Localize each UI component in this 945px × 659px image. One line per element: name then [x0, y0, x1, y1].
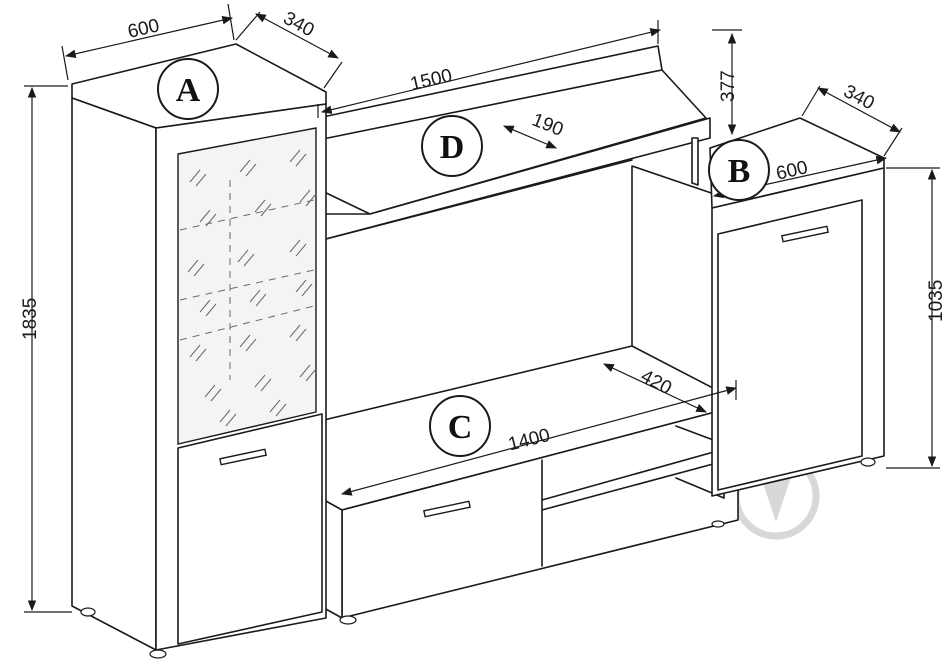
- glass-hatch-mark: [204, 384, 216, 398]
- glass-hatch-mark: [219, 409, 231, 423]
- cabinet-b: [709, 117, 885, 497]
- glass-hatching: [187, 149, 317, 427]
- glass-hatch-mark: [260, 203, 272, 217]
- glass-hatch-mark: [249, 289, 261, 303]
- glass-hatch-mark: [195, 173, 207, 187]
- glass-hatch-mark: [301, 283, 313, 297]
- glass-hatch-mark: [289, 149, 301, 163]
- glass-hatch-mark: [305, 368, 317, 382]
- glass-hatch-mark: [199, 299, 211, 313]
- glass-hatch-mark: [299, 189, 311, 203]
- glass-hatch-mark: [295, 328, 307, 342]
- glass-hatch-mark: [189, 169, 201, 183]
- label-a-text: A: [176, 72, 201, 109]
- label-b: B: [708, 139, 770, 201]
- glass-hatch-mark: [245, 338, 257, 352]
- glass-hatch-mark: [254, 199, 266, 213]
- glass-hatch-mark: [205, 213, 217, 227]
- glass-hatch-mark: [239, 334, 251, 348]
- glass-hatch-mark: [305, 193, 317, 207]
- glass-hatch-mark: [255, 293, 267, 307]
- glass-hatch-mark: [239, 159, 251, 173]
- glass-hatch-mark: [205, 303, 217, 317]
- glass-hatch-mark: [269, 399, 281, 413]
- drawer-handle: [423, 500, 471, 518]
- glass-hatch-mark: [225, 413, 237, 427]
- glass-hatch-mark: [299, 364, 311, 378]
- dim-a-height: 1835: [20, 298, 41, 340]
- cabinet-b-handle: [781, 225, 829, 243]
- glass-hatch-mark: [245, 163, 257, 177]
- cabinet-a: [71, 43, 327, 659]
- glass-hatch-mark: [289, 324, 301, 338]
- label-a: A: [157, 58, 219, 120]
- glass-hatch-mark: [295, 243, 307, 257]
- dim-a-width: 600: [126, 15, 162, 43]
- dim-a-depth: 340: [280, 8, 318, 41]
- cabinet-a-handle: [219, 448, 267, 466]
- dim-b-depth: 340: [840, 81, 878, 114]
- glass-hatch-mark: [210, 388, 222, 402]
- glass-hatch-mark: [193, 263, 205, 277]
- glass-hatch-mark: [295, 153, 307, 167]
- glass-hatch-mark: [295, 279, 307, 293]
- glass-hatch-mark: [195, 348, 207, 362]
- dim-b-height: 1035: [926, 280, 945, 322]
- glass-hatch-mark: [243, 253, 255, 267]
- glass-hatch-mark: [275, 403, 287, 417]
- label-d: D: [421, 115, 483, 177]
- glass-hatch-mark: [237, 249, 249, 263]
- label-c-text: C: [448, 409, 473, 446]
- dimension-lines: [24, 3, 940, 613]
- cabinet-c: [323, 165, 739, 625]
- glass-hatch-mark: [189, 344, 201, 358]
- glass-hatch-mark: [187, 259, 199, 273]
- glass-hatch-mark: [199, 209, 211, 223]
- label-d-text: D: [440, 129, 465, 166]
- glass-hatch-mark: [289, 239, 301, 253]
- glass-hatch-mark: [254, 374, 266, 388]
- dim-b-offset: 377: [718, 70, 739, 102]
- label-c: C: [429, 395, 491, 457]
- label-b-text: B: [728, 153, 751, 190]
- glass-hatch-mark: [260, 378, 272, 392]
